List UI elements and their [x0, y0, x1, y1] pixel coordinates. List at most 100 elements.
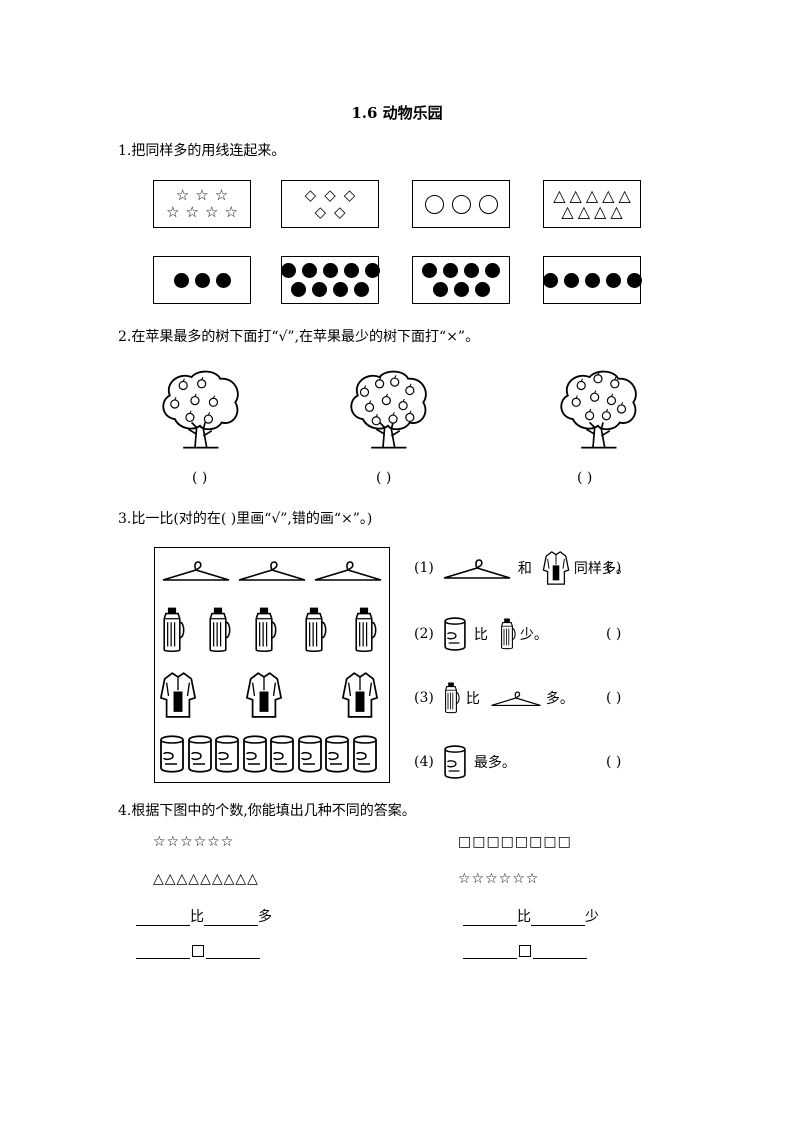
dot-shape: [542, 272, 558, 288]
symbol-box[interactable]: [519, 945, 531, 957]
dot-shape: [605, 272, 621, 288]
bottom-box-2[interactable]: [280, 256, 380, 304]
apple-stem: [589, 408, 592, 412]
triangle-shape: △: [569, 186, 582, 205]
apple: [374, 379, 385, 389]
shape-row: ◇◇◇: [301, 187, 360, 204]
blank[interactable]: [531, 911, 585, 926]
dot-shape: [626, 272, 642, 288]
tree-trunk: [183, 421, 219, 449]
can-icon: [215, 735, 239, 773]
can-icon: [242, 735, 267, 773]
question-2-text: 2.在苹果最多的树下面打“√”,在苹果最少的树下面打“×”。: [118, 329, 480, 345]
statement-tail: 最多。: [473, 755, 516, 771]
apple-stem: [580, 378, 583, 382]
can-icon: [297, 735, 322, 773]
apple-stem: [385, 393, 389, 397]
thermos-icon: [355, 607, 377, 653]
clothes-icon: [542, 551, 570, 585]
apple-stem: [409, 410, 412, 414]
statement-tail: 少。: [519, 627, 548, 643]
shape-row: [421, 194, 502, 214]
star-shape: ☆: [214, 186, 229, 204]
apple-stem: [402, 398, 405, 402]
apple: [364, 402, 375, 412]
dot-shape: [343, 263, 359, 278]
star-shape: ☆: [185, 203, 199, 221]
top-box-4[interactable]: △△△△△△△△△: [543, 180, 641, 228]
blank[interactable]: [136, 911, 190, 926]
statement-3-answer-paren[interactable]: ( ): [606, 690, 622, 706]
statement-word: 比: [465, 691, 480, 707]
apple: [593, 374, 603, 384]
blank[interactable]: [463, 911, 517, 926]
tree-trunk: [371, 421, 407, 449]
can-icon: [444, 745, 466, 779]
apple-stem: [194, 393, 197, 397]
triangle-shape: △: [553, 186, 566, 205]
top-box-2[interactable]: ◇◇◇◇◇: [281, 180, 379, 228]
tree-trunk: [581, 421, 617, 449]
dot-shape: [432, 282, 448, 297]
blank[interactable]: [204, 911, 258, 926]
apple-stem: [594, 390, 597, 394]
dot-shape: [584, 272, 600, 288]
diamond-shape: ◇: [334, 203, 346, 221]
statement-4: (4)最多。: [414, 742, 516, 782]
dot-shape: [422, 263, 437, 278]
statement-number: (3): [414, 690, 434, 706]
apple-tree-1: [162, 370, 239, 449]
apple: [390, 377, 400, 387]
tree-2-answer-paren[interactable]: ( ): [376, 470, 392, 486]
statement-4-answer-paren[interactable]: ( ): [606, 754, 622, 770]
statement-tail: 多。: [545, 691, 574, 707]
diamond-shape: ◇: [343, 186, 356, 204]
apple-stem: [575, 395, 578, 399]
apple-stem: [409, 383, 412, 387]
apple-stem: [364, 385, 367, 389]
can-icon: [187, 735, 212, 773]
hanger-icon: [491, 691, 541, 707]
shape-row: [419, 261, 503, 280]
compare-word: 比: [517, 909, 531, 925]
tree-3-answer-paren[interactable]: ( ): [577, 470, 593, 486]
apple: [601, 411, 612, 421]
can-icon: [160, 735, 184, 773]
bottom-box-3[interactable]: [412, 256, 510, 304]
clothes-icon: [159, 672, 197, 718]
dot-shape: [215, 272, 231, 288]
can-icon: [444, 617, 466, 651]
bottom-box-4[interactable]: [542, 256, 642, 304]
statement-2-answer-paren[interactable]: ( ): [606, 626, 622, 642]
apple-stem: [189, 410, 192, 414]
blank[interactable]: [206, 944, 260, 959]
hanger-icon: [443, 559, 511, 579]
dot-shape: [301, 263, 317, 278]
blank[interactable]: [533, 944, 587, 959]
shape-row: ☆☆☆☆: [163, 204, 241, 221]
can-icon: [352, 735, 377, 773]
statement-tail: 同样多。: [573, 561, 630, 577]
question-1-text: 1.把同样多的用线连起来。: [118, 143, 286, 159]
apple-stem: [174, 397, 177, 400]
apple: [359, 387, 370, 397]
statement-number: (2): [414, 626, 434, 642]
apple-stem: [597, 371, 600, 375]
statement-1-answer-paren[interactable]: ( ): [606, 560, 622, 576]
apple-tree-2: [350, 370, 427, 449]
apple-stem: [182, 378, 185, 382]
right-symbol-line: [463, 944, 587, 959]
left-triangle-row: △△△△△△△△△: [153, 871, 259, 887]
top-box-3[interactable]: [412, 180, 510, 228]
tree-1-answer-paren[interactable]: ( ): [192, 470, 208, 486]
bottom-box-1[interactable]: [153, 256, 251, 304]
star-shape: ☆: [195, 186, 209, 204]
apple-stem: [379, 376, 382, 380]
symbol-box[interactable]: [192, 945, 204, 957]
apple-stem: [605, 408, 609, 412]
blank[interactable]: [136, 944, 190, 959]
blank[interactable]: [463, 944, 517, 959]
diamond-shape: ◇: [304, 186, 317, 204]
shape-row: △△△△△: [551, 188, 633, 204]
top-box-1[interactable]: ☆☆☆☆☆☆☆: [153, 180, 251, 228]
